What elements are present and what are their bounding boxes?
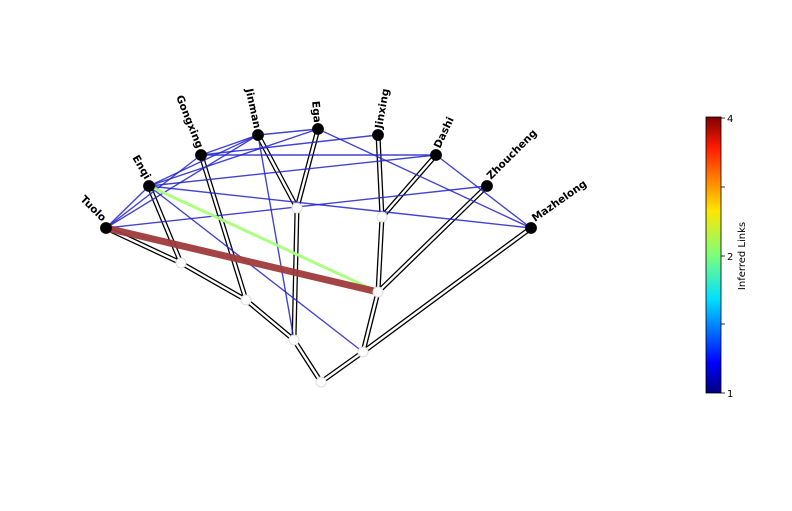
tree-edge xyxy=(380,153,438,219)
tree-edges xyxy=(104,128,533,385)
inferred-link xyxy=(105,154,202,229)
inferred-link xyxy=(317,128,532,229)
leaf-label: Enqi xyxy=(130,153,153,181)
leaf-node xyxy=(430,149,442,161)
leaf-label: Jinman xyxy=(242,87,262,130)
leaf-label: Ega xyxy=(309,101,323,124)
internal-node xyxy=(240,294,252,306)
inferred-link xyxy=(148,128,319,187)
tree-edge xyxy=(376,184,489,294)
tree-edge xyxy=(291,338,324,384)
inferred-link xyxy=(148,185,532,229)
inferred-link xyxy=(257,134,295,341)
inferred-link xyxy=(105,185,150,229)
leaf-label: Dashi xyxy=(432,115,457,150)
internal-node xyxy=(315,376,327,388)
leaf-label: Gongxing xyxy=(173,94,205,151)
inferred-link xyxy=(148,134,259,187)
leaf-node xyxy=(100,222,112,234)
tree-edge xyxy=(361,225,533,355)
inferred-link xyxy=(148,154,437,187)
tree-nodes xyxy=(100,123,537,388)
inferred-links xyxy=(105,128,532,353)
internal-node xyxy=(288,334,300,346)
colorbar-tick-min: 1 xyxy=(727,389,733,400)
leaf-node xyxy=(195,149,207,161)
colorbar-tick-mid: 2 xyxy=(727,252,733,263)
leaf-label: Tuolo xyxy=(78,193,109,224)
inferred-link xyxy=(105,134,259,229)
colorbar-label: Inferred Links xyxy=(737,222,748,290)
internal-node xyxy=(175,257,187,269)
tree-edge xyxy=(375,134,385,218)
inferred-link xyxy=(435,154,532,229)
internal-node xyxy=(357,346,369,358)
leaf-label: Zhoucheng xyxy=(485,127,540,182)
tree-edge xyxy=(375,216,385,293)
inferred-link xyxy=(105,224,379,296)
leaf-node xyxy=(252,129,264,141)
tree-edge xyxy=(360,291,381,353)
leaf-node xyxy=(372,129,384,141)
leaf-node xyxy=(525,222,537,234)
tree-edge xyxy=(319,349,365,385)
tree-edge xyxy=(244,298,296,342)
internal-node xyxy=(376,211,388,223)
internal-node xyxy=(372,286,384,298)
leaf-node xyxy=(312,123,324,135)
internal-node xyxy=(291,202,303,214)
inferred-link xyxy=(148,184,379,294)
colorbar-gradient xyxy=(705,116,722,394)
leaf-label: Mazhelong xyxy=(530,178,589,225)
inferred-link xyxy=(148,185,364,353)
colorbar-tick-max: 4 xyxy=(727,114,733,125)
colorbar: 4 2 1 Inferred Links xyxy=(705,114,748,400)
inferred-link xyxy=(257,128,319,136)
leaf-label: Jinxing xyxy=(373,88,392,131)
leaf-node xyxy=(143,180,155,192)
inferred-link xyxy=(200,134,259,156)
leaf-node xyxy=(481,180,493,192)
tree-edge xyxy=(179,260,248,303)
